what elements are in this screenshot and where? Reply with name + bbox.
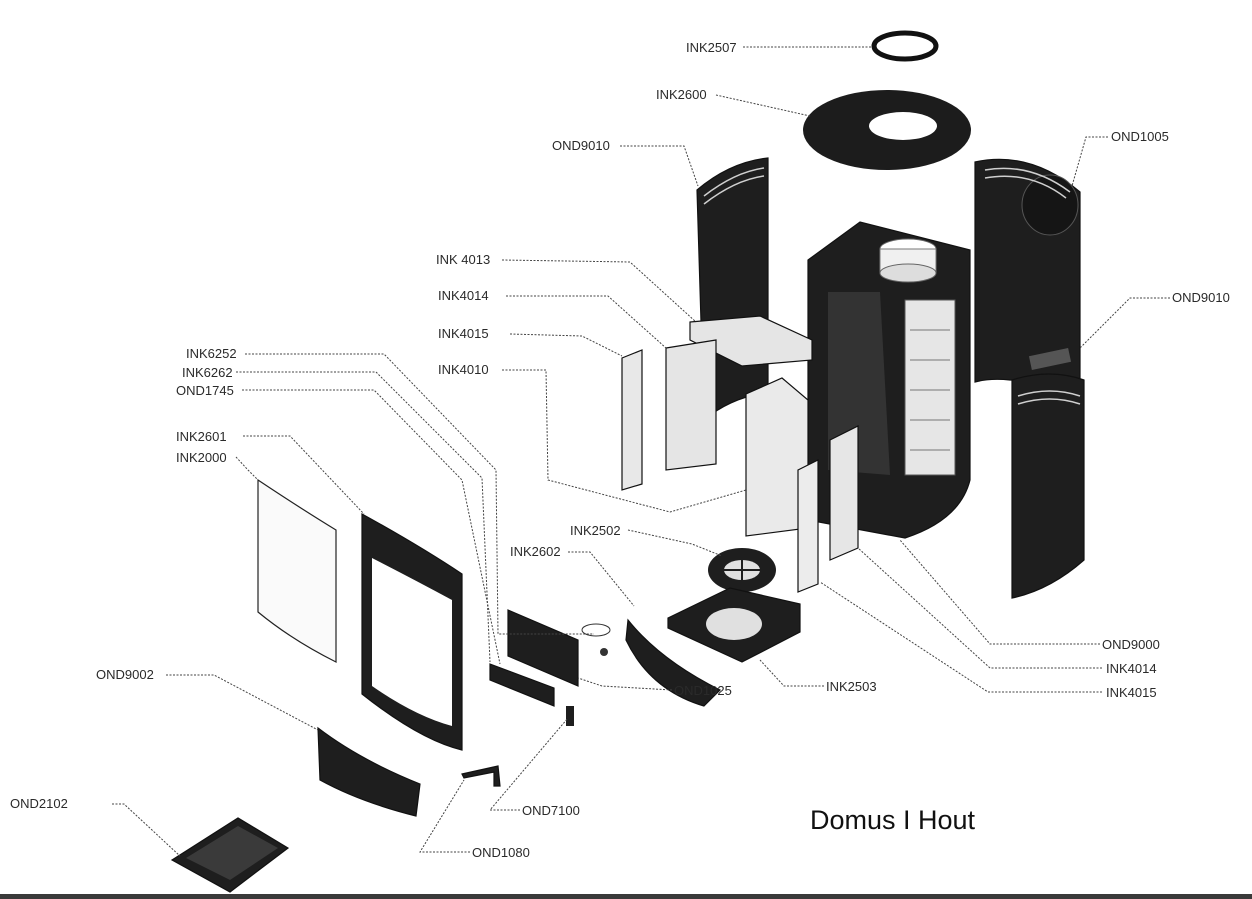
- label-ink2503: INK2503: [826, 679, 877, 694]
- label-ond1745: OND1745: [176, 383, 234, 398]
- part-ink2502: [708, 548, 776, 592]
- part-ond1080: [461, 765, 501, 787]
- label-ond1025: OND1025: [674, 683, 732, 698]
- label-ink4015-right: INK4015: [1106, 685, 1157, 700]
- part-ond9010-right: [1011, 347, 1085, 599]
- part-ink2507: [871, 30, 939, 62]
- label-ond7100: OND7100: [522, 803, 580, 818]
- label-ink2602: INK2602: [510, 544, 561, 559]
- label-ink4014-left: INK4014: [438, 288, 489, 303]
- part-ink4010: [745, 377, 809, 537]
- label-ond9000: OND9000: [1102, 637, 1160, 652]
- label-ink6252: INK6252: [186, 346, 237, 361]
- label-ink6262: INK6262: [182, 365, 233, 380]
- part-ink2503: [667, 587, 801, 663]
- part-ink2601: [361, 512, 463, 751]
- part-ink2600: [803, 90, 971, 170]
- part-ond1745: [489, 663, 555, 707]
- label-ink4013: INK 4013: [436, 252, 490, 267]
- part-ond2102: [170, 817, 290, 893]
- label-ink2502: INK2502: [570, 523, 621, 538]
- part-ond1005: [974, 158, 1081, 383]
- label-ond9010-left: OND9010: [552, 138, 610, 153]
- part-ink4015-left: [621, 349, 643, 491]
- part-ink4014-left: [665, 339, 717, 471]
- part-ink2000: [257, 478, 337, 663]
- label-ink4010: INK4010: [438, 362, 489, 377]
- label-ink4014-right: INK4014: [1106, 661, 1157, 676]
- part-ond9002: [317, 726, 421, 817]
- part-ond1025: [507, 609, 579, 687]
- label-ond9002: OND9002: [96, 667, 154, 682]
- part-ink6252: [581, 623, 611, 637]
- label-ond9010-right: OND9010: [1172, 290, 1230, 305]
- label-ink2507: INK2507: [686, 40, 737, 55]
- diagram-title: Domus I Hout: [810, 805, 976, 835]
- label-ond1080: OND1080: [472, 845, 530, 860]
- bottom-border: [0, 894, 1252, 899]
- part-ink4015-right: [797, 459, 819, 593]
- label-ink2600: INK2600: [656, 87, 707, 102]
- part-ink4013: [689, 315, 813, 367]
- label-ink4015-left: INK4015: [438, 326, 489, 341]
- label-ond2102: OND2102: [10, 796, 68, 811]
- label-ink2000: INK2000: [176, 450, 227, 465]
- part-ink4014-right: [829, 425, 859, 561]
- part-ink6262: [600, 648, 608, 656]
- part-ink2602: [625, 618, 722, 707]
- label-ond1005: OND1005: [1111, 129, 1169, 144]
- part-ond7100: [566, 706, 574, 726]
- label-ink2601: INK2601: [176, 429, 227, 444]
